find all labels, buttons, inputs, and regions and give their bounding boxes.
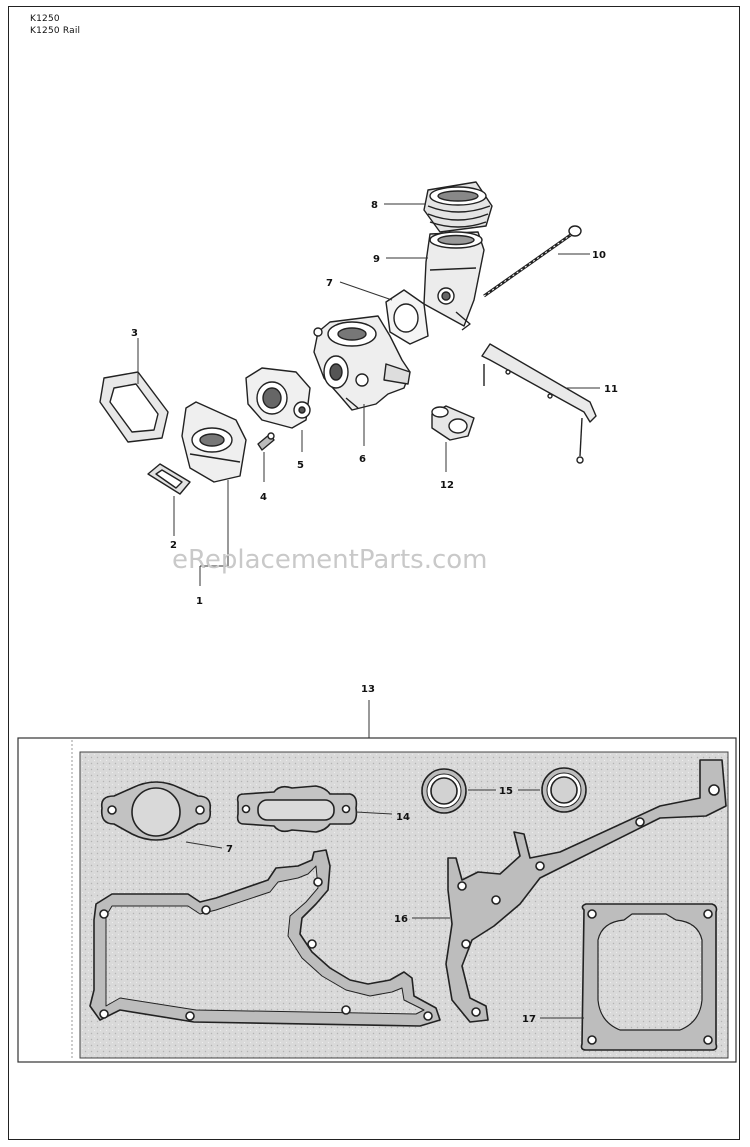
callout-10: 10 (592, 250, 606, 261)
part-12-sleeve (431, 405, 475, 441)
part-10-bolt (483, 225, 582, 298)
callout-4: 4 (260, 492, 267, 503)
callout-16: 16 (394, 914, 408, 925)
gasket-kit-13 (17, 700, 737, 1063)
part-5-throttle-housing (245, 367, 311, 429)
kit-part-15-seals (421, 767, 587, 814)
part-9-adapter (423, 231, 485, 331)
callout-9: 9 (373, 254, 380, 265)
kit-part-16-crankcase-gasket (445, 759, 727, 1023)
part-6-carburetor (313, 315, 411, 411)
callout-17: 17 (522, 1014, 536, 1025)
part-3-filter-frame (99, 371, 169, 443)
callout-14: 14 (396, 812, 410, 823)
watermark-text: eReplacementParts.com (172, 545, 488, 575)
callout-1: 1 (196, 596, 203, 607)
part-2-small-gasket (147, 463, 191, 495)
kit-crankcase-gasket-left (89, 849, 441, 1027)
callout-12: 12 (440, 480, 454, 491)
callout-6: 6 (359, 454, 366, 465)
part-1-intake-block (181, 401, 247, 483)
callout-8: 8 (371, 200, 378, 211)
callout-3: 3 (131, 328, 138, 339)
callout-2: 2 (170, 540, 177, 551)
part-11-bracket (481, 343, 597, 464)
part-8-intake-boot (423, 181, 493, 233)
part-7-gasket (385, 289, 429, 345)
model-name-2: K1250 Rail (30, 26, 81, 36)
part-4-screw (257, 432, 275, 451)
callout-15: 15 (499, 786, 513, 797)
kit-part-14-muffler-gasket (236, 785, 358, 833)
callout-7-kit: 7 (226, 844, 233, 855)
callout-7: 7 (326, 278, 333, 289)
callout-13: 13 (361, 684, 375, 695)
callout-labels: 1 2 3 4 5 6 7 8 9 10 11 12 13 14 15 16 1… (131, 200, 618, 1025)
model-name-1: K1250 (30, 14, 60, 24)
kit-part-7-flange-gasket (100, 781, 212, 841)
callout-11: 11 (604, 384, 618, 395)
callout-5: 5 (297, 460, 304, 471)
diagram-border (8, 6, 740, 1140)
kit-part-17-cylinder-gasket (580, 903, 718, 1051)
